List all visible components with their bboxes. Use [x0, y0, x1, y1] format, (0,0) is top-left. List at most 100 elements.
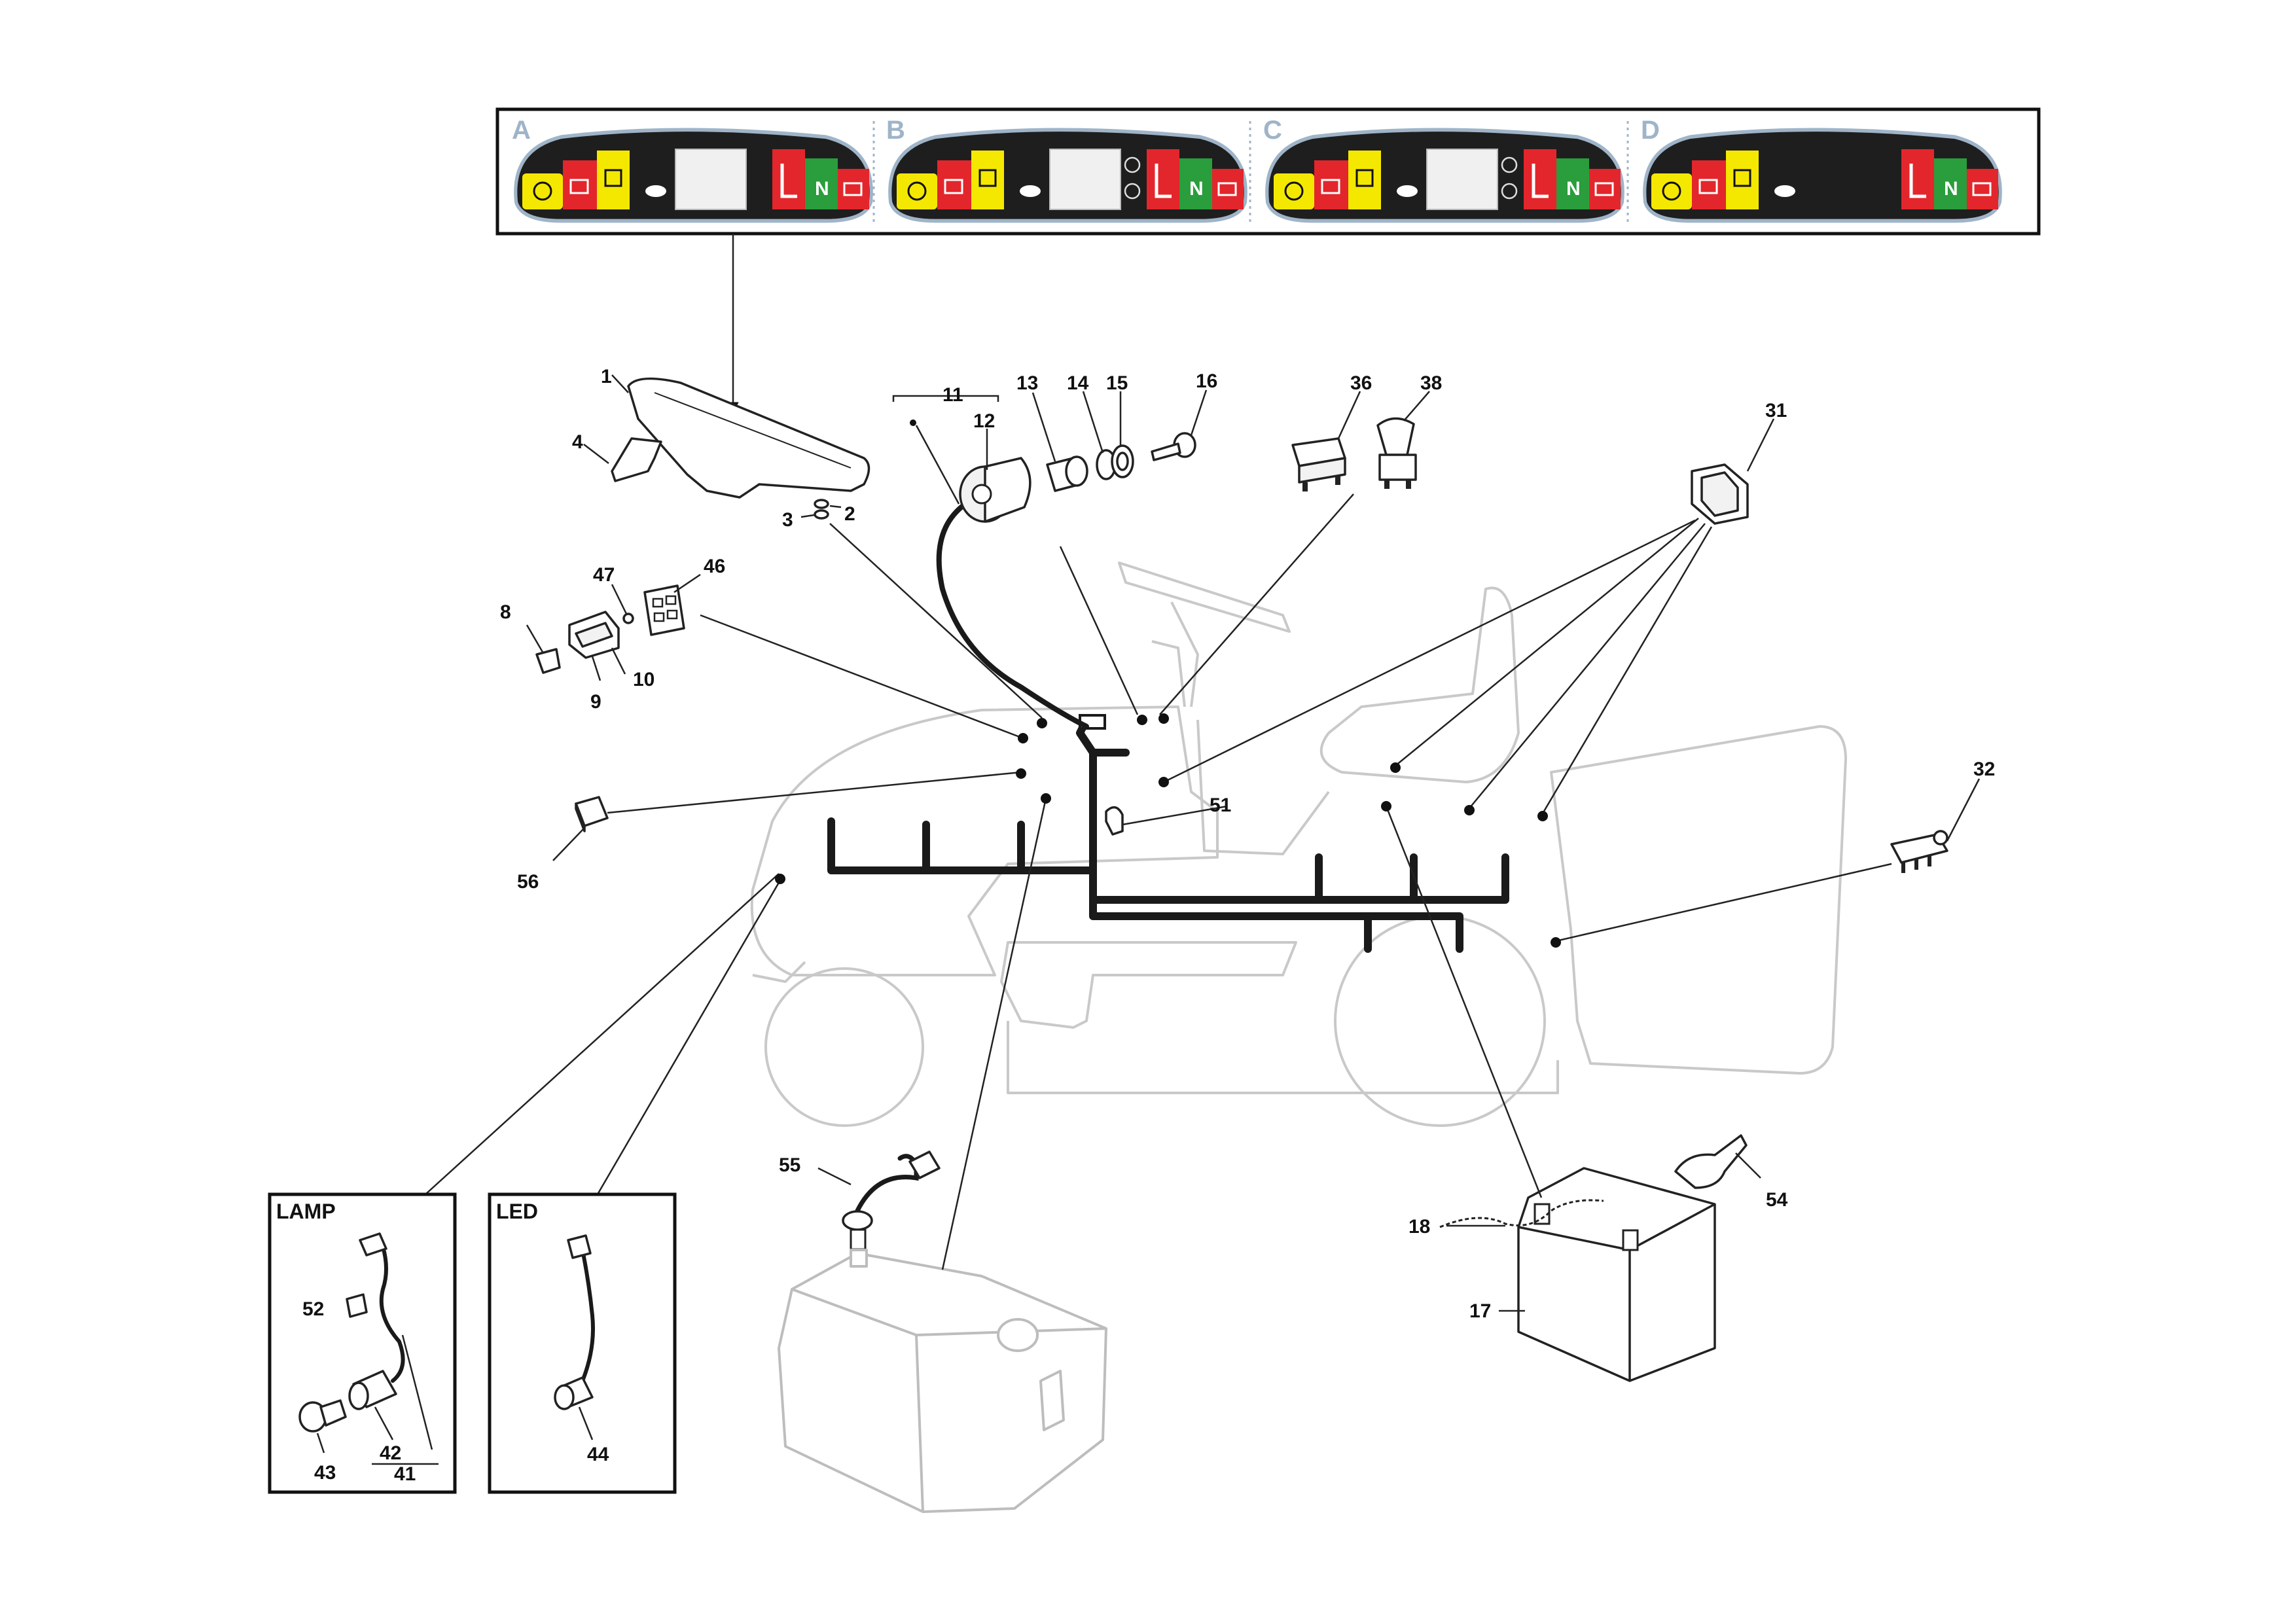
- callout-32: 32: [1973, 758, 1995, 780]
- callout-18: 18: [1408, 1216, 1430, 1238]
- battery-icon: [843, 182, 863, 196]
- nut: [814, 509, 829, 520]
- callout-51: 51: [1210, 794, 1231, 816]
- callout-4: 4: [572, 431, 583, 453]
- rocker-switch: [1291, 437, 1346, 491]
- callout-14: 14: [1067, 372, 1089, 394]
- battery: [1517, 1167, 1716, 1382]
- led-title: LED: [496, 1200, 538, 1223]
- neutral-badge: N: [1944, 178, 1958, 200]
- fuel-sensor: [842, 1150, 941, 1251]
- callout-31: 31: [1765, 400, 1787, 421]
- callout-16: 16: [1196, 370, 1217, 392]
- callout-47: 47: [593, 564, 615, 586]
- callout-41: 41: [394, 1463, 416, 1485]
- leader-lines: [324, 374, 1981, 1312]
- callout-38: 38: [1420, 372, 1442, 394]
- terminal-cap: [1674, 1134, 1748, 1189]
- neutral-badge: N: [815, 178, 829, 200]
- lamp-bulb: [298, 1399, 347, 1433]
- neutral-badge: N: [1189, 178, 1204, 200]
- relay-connector: [643, 584, 685, 636]
- callout-56: 56: [517, 871, 539, 893]
- wiring-harness: [827, 501, 1509, 953]
- callout-55: 55: [779, 1154, 800, 1176]
- callout-43: 43: [314, 1462, 336, 1484]
- led-holder: [554, 1376, 594, 1410]
- callout-11: 11: [942, 384, 963, 406]
- operator-seat-icon: [780, 164, 797, 198]
- connection-points: [775, 419, 1561, 948]
- variant-letter: C: [1263, 116, 1282, 145]
- lamp-option-box: LAMP: [268, 1192, 457, 1494]
- callout-10: 10: [633, 669, 655, 690]
- deck-icon: [1698, 179, 1718, 194]
- engine-icon: [1284, 181, 1304, 201]
- callout-17: 17: [1469, 1300, 1491, 1322]
- dashboard-variant-c: C N: [1263, 116, 1623, 221]
- neutral-badge: N: [1566, 178, 1581, 200]
- fuse-clip: [622, 613, 634, 624]
- engine-icon: [1662, 181, 1681, 201]
- lamp-connector: [359, 1232, 387, 1257]
- push-switch: [1376, 417, 1417, 489]
- brand-logo: [645, 185, 666, 197]
- dashboard-variants-panel: A N B: [495, 107, 2041, 236]
- callout-15: 15: [1106, 372, 1128, 394]
- callout-3: 3: [782, 509, 793, 531]
- callout-52: 52: [302, 1298, 324, 1320]
- operator-seat-icon: [1155, 164, 1172, 198]
- deck-icon: [569, 179, 589, 194]
- lcd-display: [1426, 149, 1498, 210]
- battery-icon: [1972, 182, 1992, 196]
- dashboard-housing: [627, 377, 870, 499]
- lcd-display: [675, 149, 747, 210]
- reset-icon: [1501, 183, 1518, 200]
- callout-8: 8: [500, 601, 511, 623]
- deck-icon: [1321, 179, 1340, 194]
- battery-vent-tube: [1439, 1199, 1604, 1228]
- callout-36: 36: [1350, 372, 1372, 394]
- operator-seat-icon: [1909, 164, 1926, 198]
- seat-icon: [978, 169, 997, 187]
- dashboard-variant-b: B N: [886, 116, 1246, 221]
- cable-clip: [1105, 806, 1124, 836]
- variant-letter: D: [1641, 116, 1660, 145]
- switch-bezel: [1046, 455, 1088, 492]
- led-option-box: LED: [488, 1192, 677, 1494]
- operator-seat-icon: [1532, 164, 1549, 198]
- callout-1: 1: [601, 366, 612, 387]
- seat-icon: [1733, 169, 1751, 187]
- microswitch: [1890, 830, 1948, 873]
- fuse-holder: [568, 611, 620, 659]
- led-connector: [567, 1234, 592, 1259]
- reset-icon: [1124, 183, 1141, 200]
- callout-labels: 1 2 3 4 8 9 10 11 12 13 14 15 16 17 18 3…: [302, 366, 1995, 1485]
- lamp-clip: [346, 1293, 368, 1318]
- washer: [814, 499, 829, 509]
- callout-2: 2: [844, 503, 855, 525]
- brand-logo: [1774, 185, 1795, 197]
- seat-icon: [604, 169, 622, 187]
- dashboard-bracket: [611, 437, 662, 482]
- callout-13: 13: [1016, 372, 1038, 394]
- fuel-tank: [778, 1249, 1107, 1513]
- relay-side: [575, 802, 586, 832]
- ignition-key: [1151, 432, 1196, 461]
- hour-icon: [1124, 156, 1141, 173]
- variant-letter: B: [886, 116, 905, 145]
- callout-12: 12: [973, 410, 995, 432]
- brand-logo: [1397, 185, 1418, 197]
- callout-9: 9: [590, 691, 601, 713]
- dashboard-variant-a: A N: [512, 116, 871, 221]
- engine-icon: [533, 181, 552, 201]
- tractor-outline: [750, 562, 1847, 1127]
- lamp-title: LAMP: [276, 1200, 336, 1223]
- lamp-holder: [348, 1370, 397, 1410]
- deck-icon: [944, 179, 963, 194]
- battery-icon: [1594, 182, 1614, 196]
- engine-icon: [907, 181, 927, 201]
- dashboard-variant-d: D N: [1641, 116, 2000, 221]
- callout-46: 46: [704, 556, 725, 577]
- switch-nut: [1111, 444, 1134, 478]
